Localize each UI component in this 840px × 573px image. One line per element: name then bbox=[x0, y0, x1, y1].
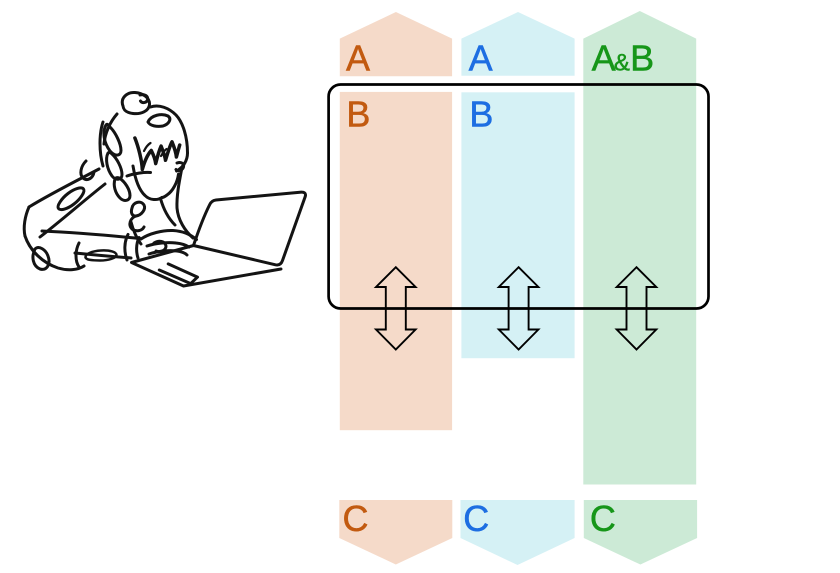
svg-text:A: A bbox=[469, 38, 493, 79]
svg-text:C: C bbox=[590, 498, 616, 539]
svg-text:B: B bbox=[630, 38, 654, 79]
svg-text:B: B bbox=[469, 93, 493, 134]
svg-text:A: A bbox=[592, 38, 616, 79]
svg-text:C: C bbox=[343, 498, 369, 539]
svg-text:C: C bbox=[463, 498, 489, 539]
svg-text:A: A bbox=[346, 38, 370, 79]
svg-text:B: B bbox=[346, 93, 370, 134]
svg-text:&: & bbox=[614, 50, 630, 77]
